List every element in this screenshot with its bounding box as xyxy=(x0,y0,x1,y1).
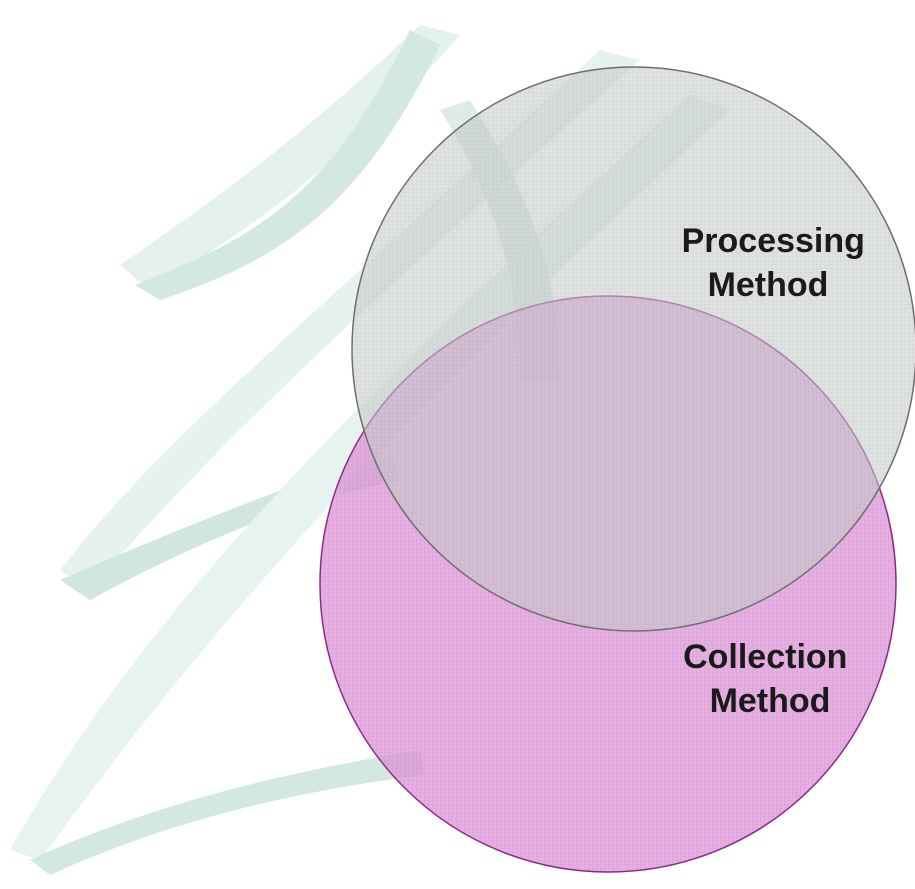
background-swoosh xyxy=(135,30,440,300)
background-swoosh xyxy=(120,25,460,290)
collection-label-line-2: Method xyxy=(710,682,831,720)
processing-label-line-2: Method xyxy=(708,266,829,304)
background-swoosh xyxy=(30,750,425,875)
processing-method-label: Processing Method xyxy=(682,222,875,304)
processing-label-line-1: Processing xyxy=(682,222,865,260)
collection-method-label: Collection Method xyxy=(683,638,857,720)
collection-label-line-1: Collection xyxy=(683,638,847,676)
processing-method-circle xyxy=(351,66,915,632)
